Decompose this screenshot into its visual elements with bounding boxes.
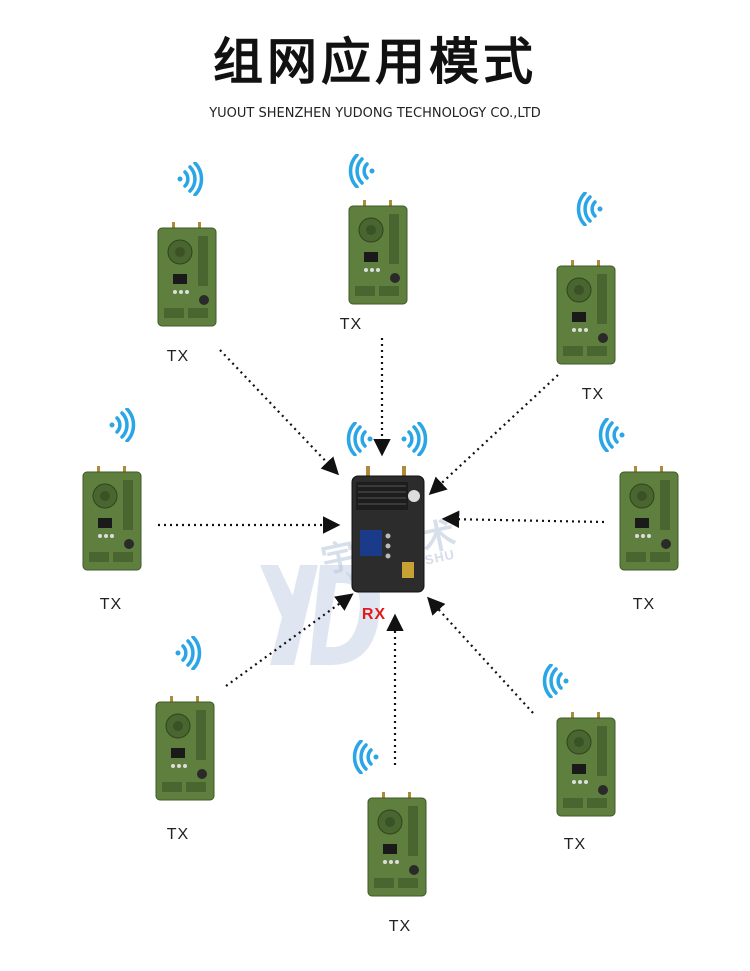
transmitter-device-icon [556, 712, 616, 817]
tx-node: TX [140, 696, 230, 843]
tx-label: TX [166, 348, 190, 365]
wifi-signal-icon [401, 422, 428, 456]
rx-node: RX [338, 466, 438, 626]
tx-node: TX [67, 466, 157, 613]
tx-label: TX [166, 826, 190, 843]
wifi-signal-icon [348, 154, 375, 188]
tx-label: TX [563, 836, 587, 853]
page-title: 组网应用模式 [213, 33, 537, 91]
company-subtitle: YUOUT SHENZHEN YUDONG TECHNOLOGY CO.,LTD [209, 106, 541, 121]
transmitter-device-icon [367, 792, 427, 897]
wifi-signal-icon [576, 192, 603, 226]
wifi-signal-icon [352, 740, 379, 774]
tx-label: TX [99, 596, 123, 613]
arrow-tx-bottomright [427, 596, 534, 714]
receiver-device-icon [351, 466, 425, 593]
transmitter-device-icon [619, 466, 679, 571]
transmitter-device-icon [556, 260, 616, 365]
wifi-signal-icon [109, 408, 136, 442]
wifi-signal-icon [542, 664, 569, 698]
rx-label: RX [361, 606, 387, 623]
wifi-signal-icon [175, 636, 202, 670]
tx-label: TX [632, 596, 656, 613]
wifi-signal-icon [177, 162, 204, 196]
tx-node: TX [541, 260, 631, 403]
tx-label: TX [581, 386, 605, 403]
arrow-tx-right [441, 510, 605, 529]
transmitter-device-icon [348, 200, 408, 305]
tx-label: TX [388, 918, 412, 935]
transmitter-device-icon [157, 222, 217, 327]
arrow-tx-topright [428, 374, 559, 495]
wifi-signal-icon [598, 418, 625, 452]
tx-node: TX [142, 222, 232, 365]
arrow-tx-topleft [219, 349, 340, 476]
arrow-tx-bottomleft [225, 593, 354, 687]
tx-label: TX [339, 316, 363, 333]
tx-node: TX [541, 712, 631, 853]
tx-node: TX [352, 792, 442, 935]
tx-node: TX [333, 200, 423, 333]
wifi-signal-icon [346, 422, 373, 456]
tx-node: TX [604, 466, 694, 613]
transmitter-device-icon [155, 696, 215, 801]
transmitter-device-icon [82, 466, 142, 571]
